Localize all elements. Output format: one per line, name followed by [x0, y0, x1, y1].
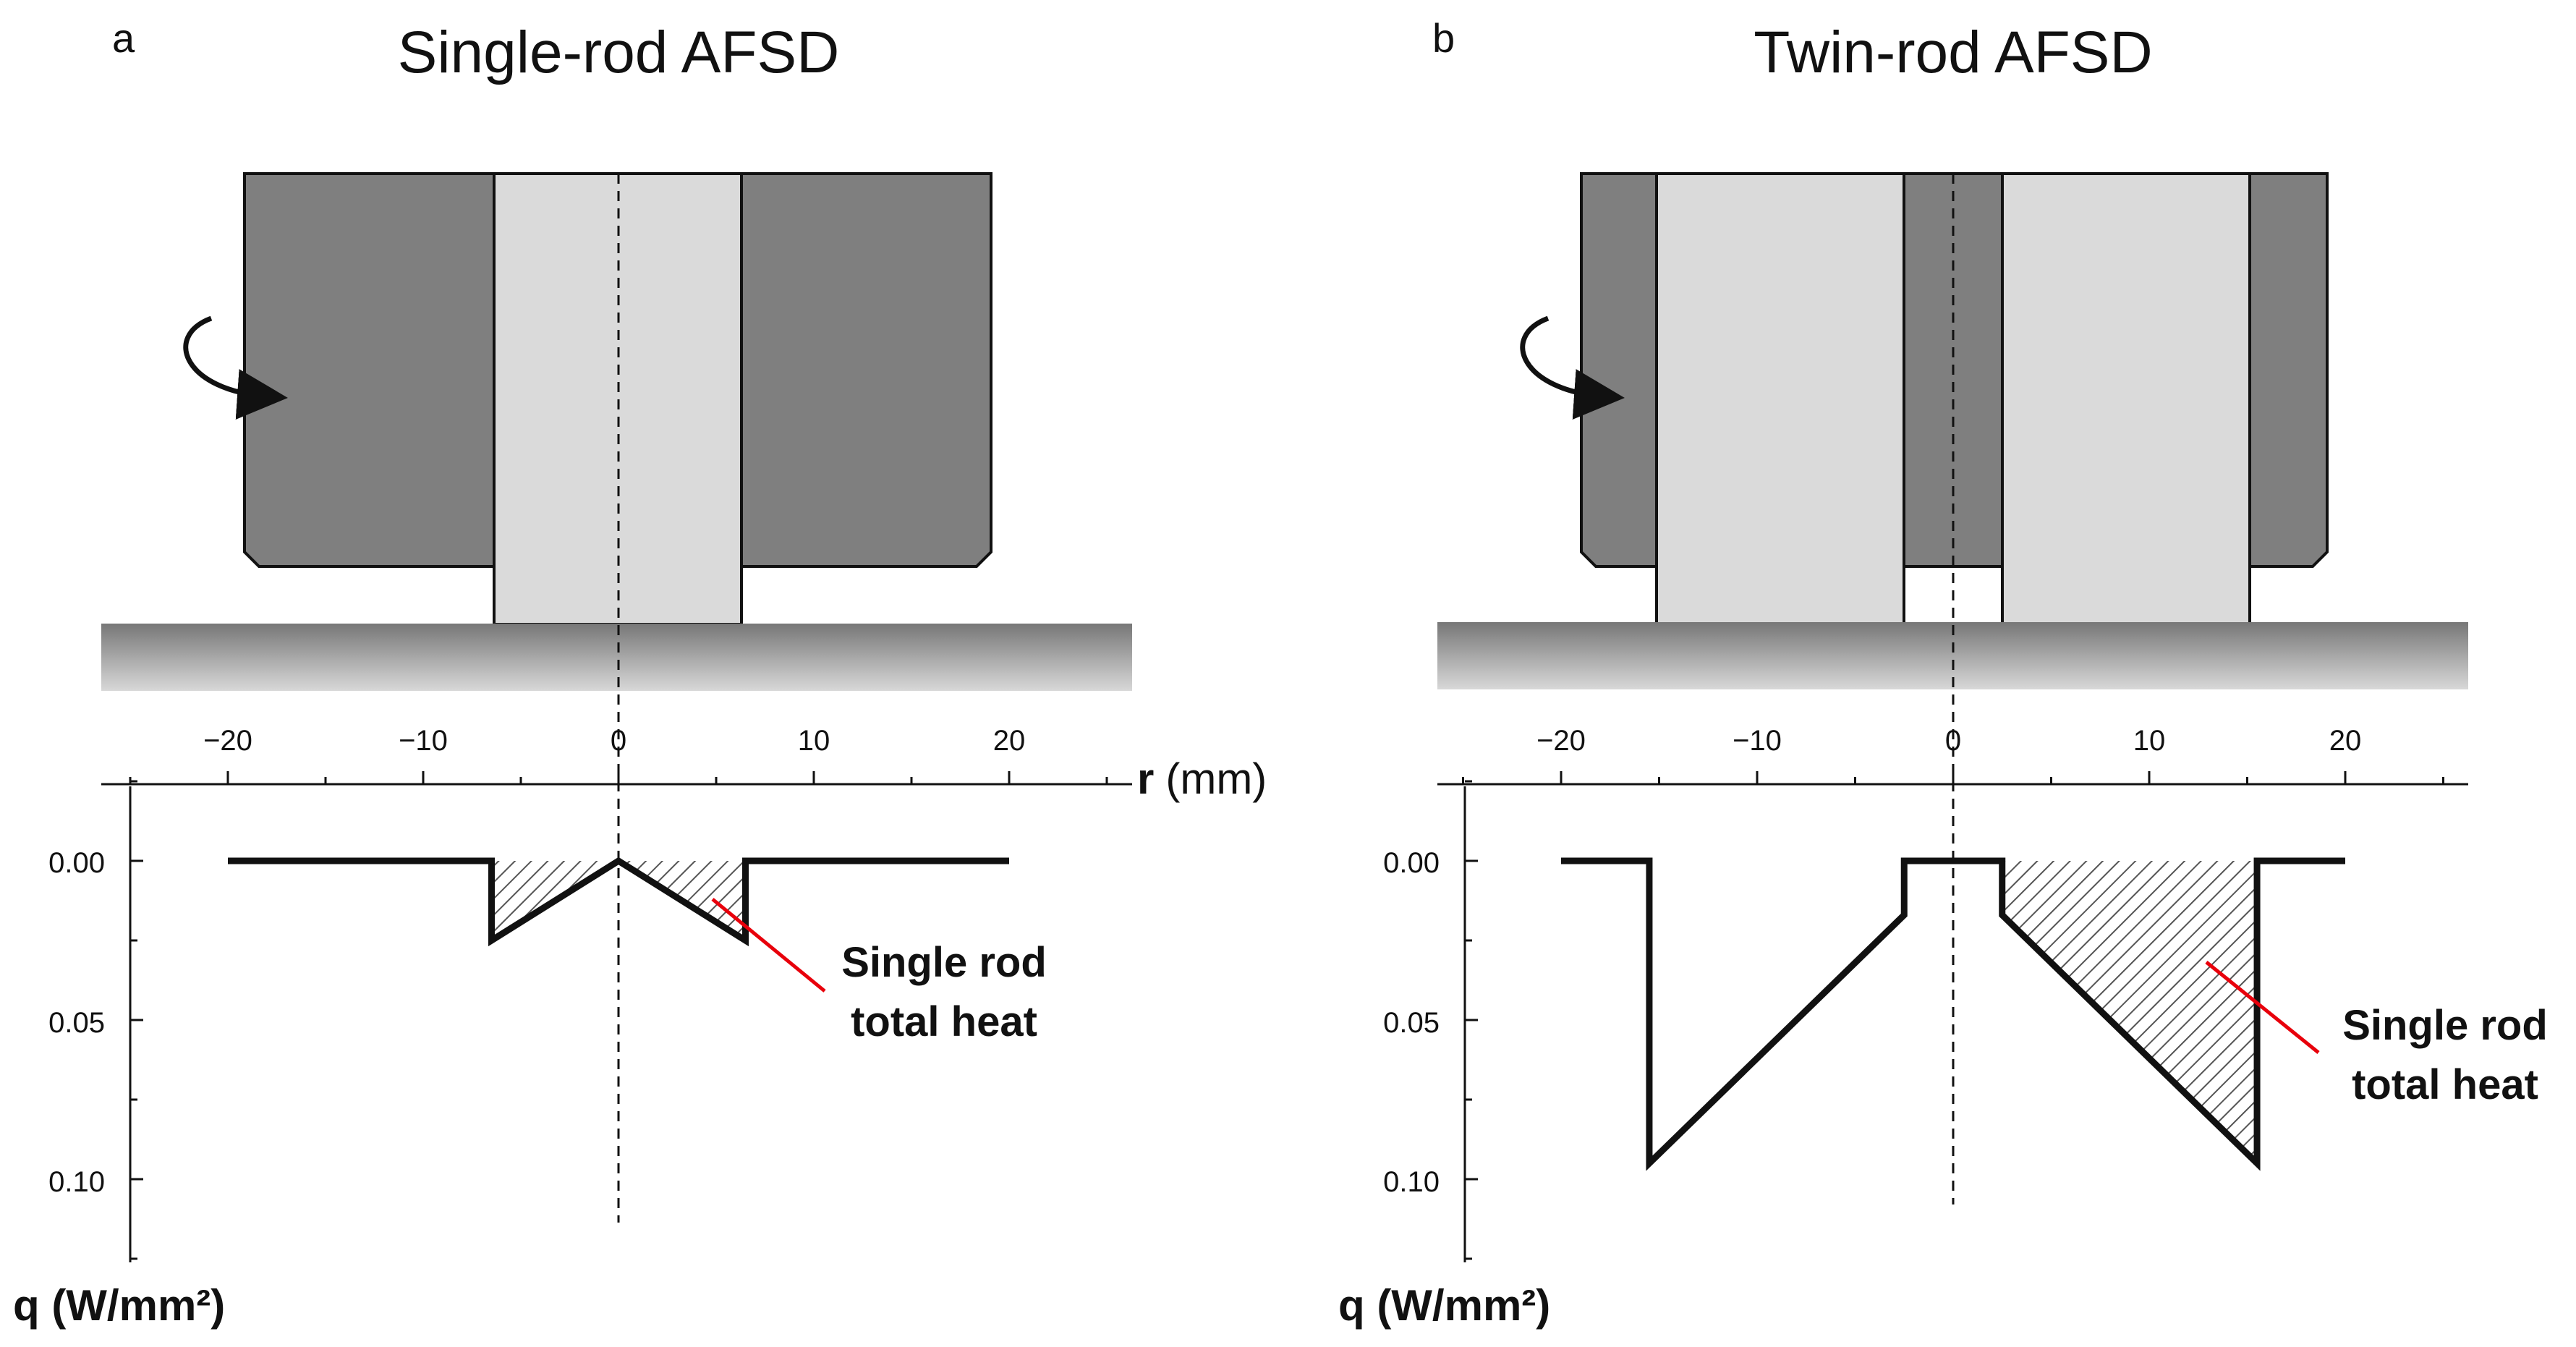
y-tick-label: 0.00: [48, 847, 105, 879]
annotation-line-2: total heat: [2352, 1061, 2538, 1108]
rotation-arrow-icon: [1520, 315, 1625, 420]
x-tick-label: 0: [611, 725, 626, 757]
annotation-line-1: Single rod: [841, 939, 1047, 986]
panel-a-letter: a: [112, 15, 135, 61]
annotation-line-2: total heat: [851, 998, 1037, 1045]
x-tick-label: −20: [203, 725, 252, 757]
x-tick-label: 10: [2133, 725, 2166, 757]
rotation-arrow-icon: [183, 315, 288, 420]
feed-rod-right: [2001, 172, 2251, 626]
hatched-heat-region: [2002, 861, 2258, 1163]
y-tick-label: 0.00: [1383, 847, 1440, 879]
y-tick-label: 0.05: [1383, 1007, 1440, 1039]
annotation-pointer-line: [711, 898, 826, 993]
panel-a-title: Single-rod AFSD: [398, 20, 840, 85]
annotation-line-1: Single rod: [2342, 1002, 2548, 1049]
annotation-pointer-line: [2205, 961, 2320, 1054]
y-axis: 0.00 0.05 0.10 q (W/mm²): [1338, 780, 1550, 1330]
substrate: [101, 624, 1132, 691]
x-axis-title: r (mm): [1137, 755, 1267, 803]
x-tick-label: 20: [2329, 725, 2362, 757]
x-tick-label: −10: [1733, 725, 1782, 757]
x-axis: −20 −10 0 10 20: [1437, 725, 2468, 786]
y-tick-label: 0.10: [1383, 1166, 1440, 1198]
x-tick-label: 10: [798, 725, 830, 757]
panel-b-letter: b: [1432, 15, 1455, 61]
x-tick-label: −10: [399, 725, 448, 757]
y-tick-label: 0.10: [48, 1166, 105, 1198]
x-tick-label: 20: [993, 725, 1026, 757]
feed-rod-left: [1655, 172, 1905, 626]
x-tick-label: 0: [1945, 725, 1961, 757]
x-axis: −20 −10 0 10 20 r (mm): [101, 725, 1267, 803]
y-axis: 0.00 0.05 0.10 q (W/mm²): [13, 780, 225, 1330]
x-tick-label: −20: [1536, 725, 1586, 757]
y-tick-label: 0.05: [48, 1007, 105, 1039]
panel-b: b Twin-rod AFSD −20 −10 0 10 20 0.00 0.0…: [1338, 15, 2548, 1330]
panel-a: a Single-rod AFSD −20 −10 0 10 20 r (mm): [13, 15, 1267, 1330]
y-axis-title: q (W/mm²): [13, 1281, 225, 1330]
y-axis-title: q (W/mm²): [1338, 1281, 1550, 1330]
panel-b-title: Twin-rod AFSD: [1754, 20, 2152, 85]
